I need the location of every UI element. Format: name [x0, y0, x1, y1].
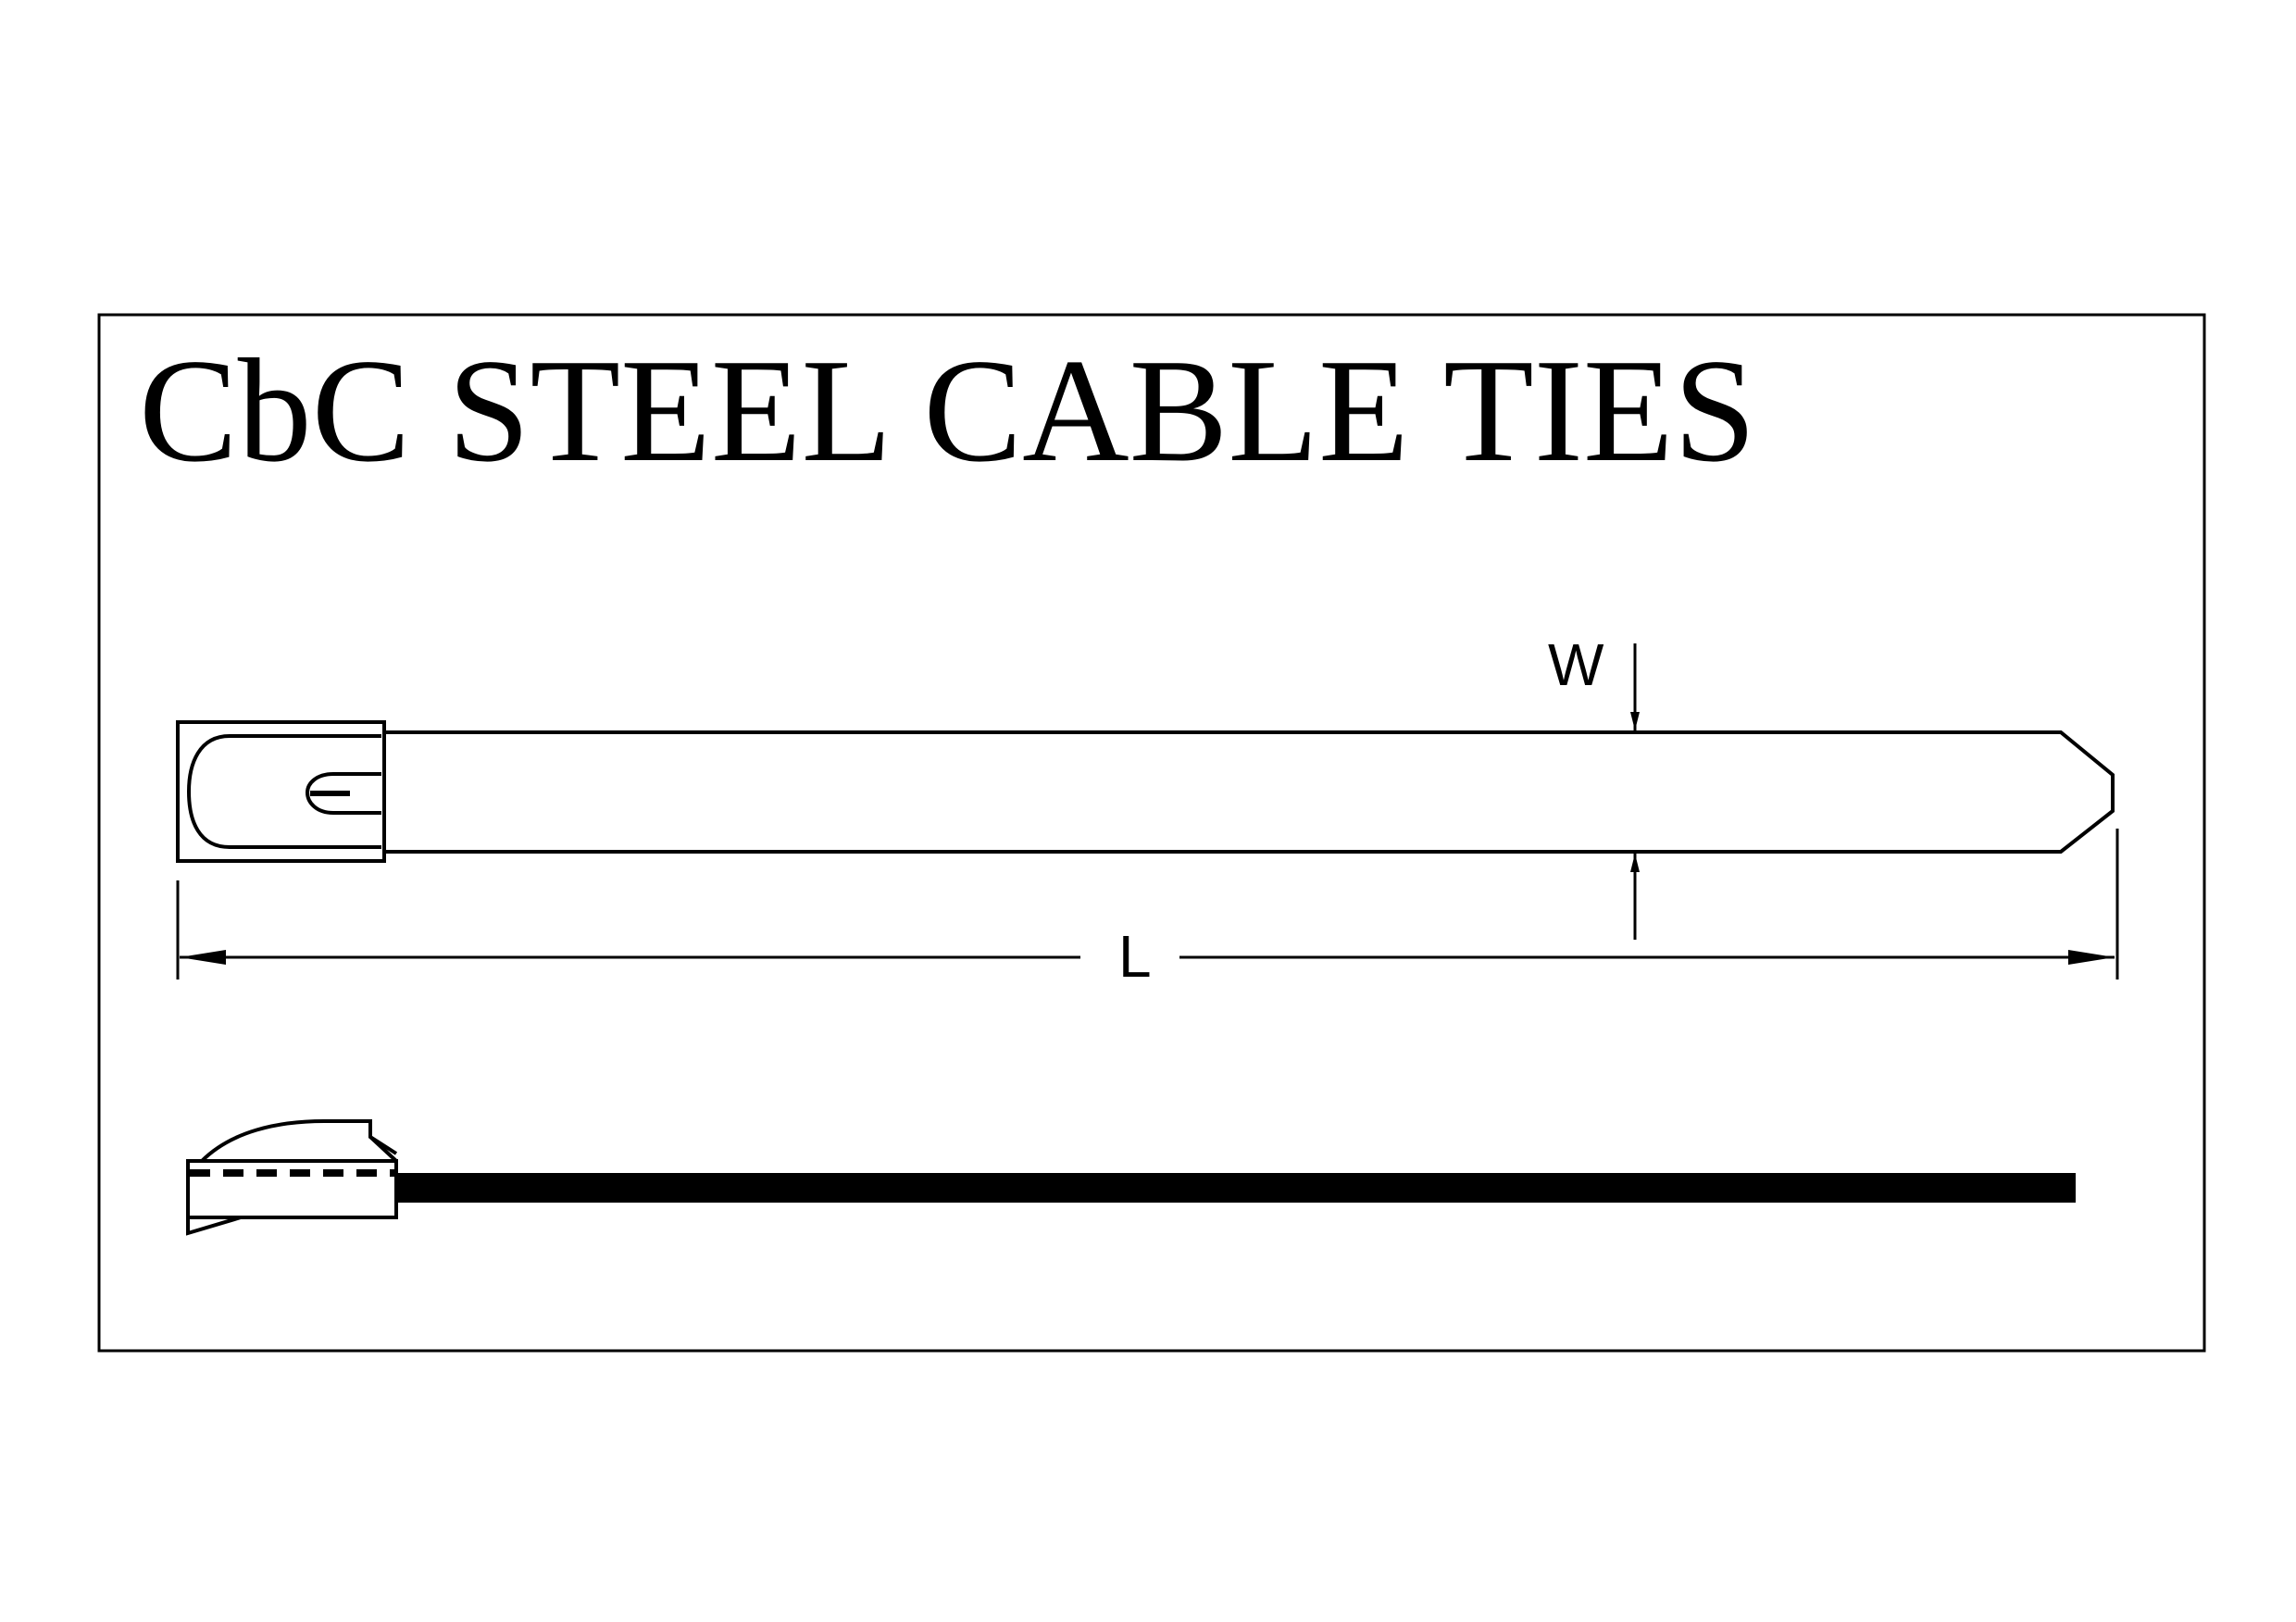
strap-outline	[384, 730, 2115, 854]
buckle-dome	[200, 1119, 398, 1163]
width-label: W	[1548, 631, 1604, 698]
buckle-outline	[176, 720, 386, 863]
buckle-wedge	[186, 1216, 242, 1236]
strap-side	[396, 1173, 2076, 1203]
length-label: L	[1118, 923, 1152, 990]
page-title: CbC STEEL CABLE TIES	[139, 328, 1756, 493]
cable-tie-side-view	[186, 1119, 2076, 1236]
buckle-slot	[186, 734, 381, 849]
buckle-tongue	[305, 772, 381, 815]
drawing-frame	[97, 313, 2206, 1353]
cable-tie-top-view	[176, 720, 2115, 863]
length-dimension	[176, 829, 2119, 979]
